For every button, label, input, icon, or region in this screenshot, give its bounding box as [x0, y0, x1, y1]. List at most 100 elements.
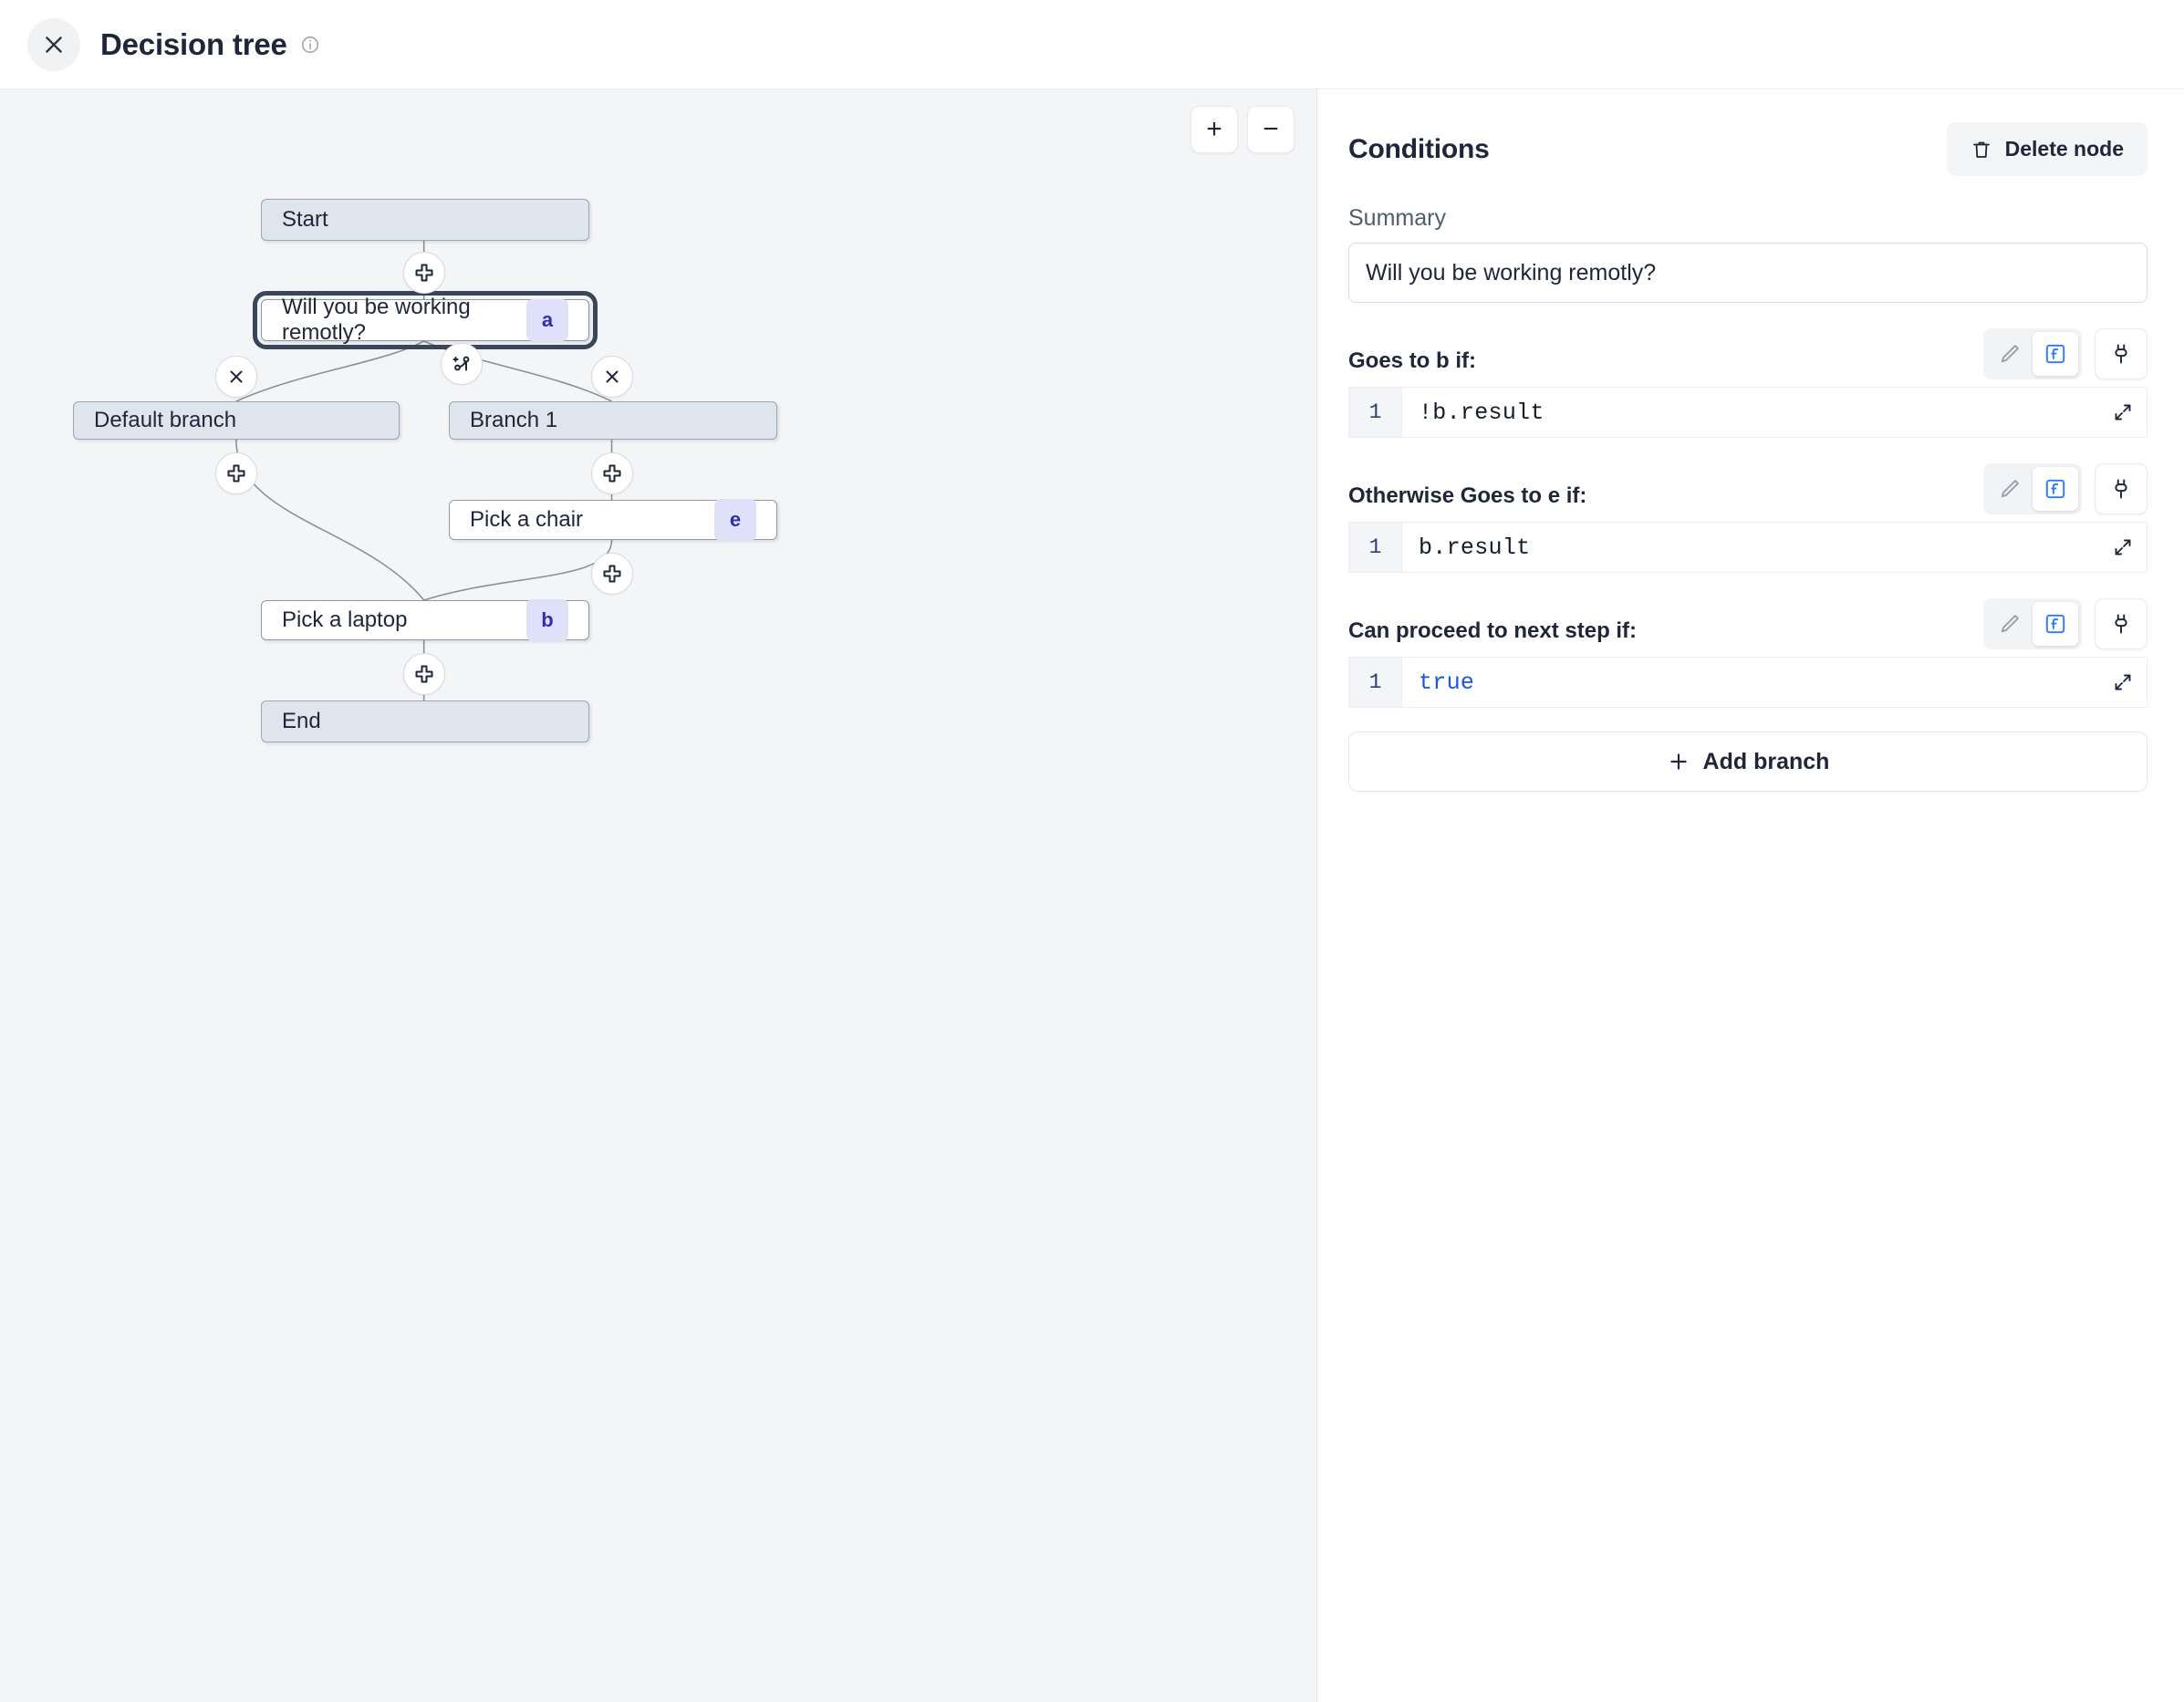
node-condition-a[interactable]: Will you be working remotly? a: [253, 291, 598, 349]
line-number: 1: [1349, 523, 1402, 572]
delete-branch-handle-right[interactable]: [591, 356, 633, 398]
plug-icon: [2115, 614, 2127, 634]
add-node-handle-laptop[interactable]: [403, 653, 445, 695]
function-icon: [2045, 479, 2065, 499]
expand-editor-button[interactable]: [2103, 662, 2143, 702]
node-label: Default branch: [94, 408, 237, 432]
info-icon[interactable]: [300, 35, 320, 55]
app-header: Decision tree: [0, 0, 2184, 89]
delete-node-button[interactable]: Delete node: [1946, 122, 2148, 176]
condition-row: Can proceed to next step if:: [1348, 598, 2148, 649]
condition-block-goes-to-b: Goes to b if:: [1348, 328, 2148, 438]
add-branch-handle[interactable]: [441, 343, 483, 385]
plus-icon: [227, 464, 245, 483]
expand-icon: [2115, 539, 2131, 555]
zoom-out-button[interactable]: −: [1247, 106, 1295, 153]
expand-editor-button[interactable]: [2103, 392, 2143, 432]
plus-icon: [603, 464, 621, 483]
pencil-icon: [2001, 480, 2019, 498]
node-label: Pick a laptop: [282, 607, 408, 632]
function-mode-button[interactable]: [2033, 602, 2078, 646]
condition-row: Goes to b if:: [1348, 328, 2148, 379]
title-wrap: Decision tree: [100, 27, 320, 62]
node-label: Will you be working remotly?: [282, 295, 471, 345]
node-pick-a-laptop[interactable]: Pick a laptop b: [261, 599, 589, 641]
expand-icon: [2115, 674, 2131, 690]
zoom-in-button[interactable]: +: [1191, 106, 1238, 153]
plus-icon: [603, 565, 621, 583]
line-number: 1: [1349, 388, 1402, 437]
function-icon: [2045, 614, 2065, 634]
branch-plus-icon: [452, 356, 470, 371]
close-button[interactable]: [27, 17, 80, 71]
connect-button[interactable]: [2095, 328, 2148, 379]
mode-segmented-control: [1983, 598, 2082, 649]
summary-label: Summary: [1348, 205, 1446, 231]
close-icon: [606, 370, 619, 383]
connect-button[interactable]: [2095, 598, 2148, 649]
code-content[interactable]: true: [1419, 669, 1475, 696]
add-branch-button[interactable]: Add branch: [1348, 732, 2148, 792]
trash-icon: [1972, 141, 1990, 158]
node-label: End: [282, 709, 321, 733]
add-branch-label: Add branch: [1702, 748, 1830, 774]
panel-title: Conditions: [1348, 133, 1490, 164]
node-end[interactable]: End: [261, 701, 589, 742]
body-split: + −: [0, 89, 2184, 1702]
panel-header: Conditions Delete node: [1348, 122, 2148, 176]
page-title: Decision tree: [100, 26, 287, 61]
delete-node-label: Delete node: [2004, 137, 2124, 161]
function-mode-button[interactable]: [2033, 332, 2078, 376]
condition-block-otherwise-goes-to-e: Otherwise Goes to e if:: [1348, 463, 2148, 573]
plus-icon: [415, 665, 433, 683]
expand-icon: [2115, 404, 2131, 420]
code-editor[interactable]: 1 !b.result: [1348, 387, 2148, 438]
edit-mode-button[interactable]: [1987, 332, 2033, 376]
close-icon: [46, 36, 62, 53]
condition-label: Goes to b if:: [1348, 348, 1476, 373]
flow-edges: [235, 241, 613, 701]
node-label: Branch 1: [470, 408, 558, 432]
node-badge: a: [526, 299, 568, 341]
delete-branch-handle-left[interactable]: [215, 356, 257, 398]
condition-block-can-proceed: Can proceed to next step if:: [1348, 598, 2148, 708]
condition-label: Otherwise Goes to e if:: [1348, 483, 1587, 508]
pencil-icon: [2001, 615, 2019, 633]
code-editor[interactable]: 1 b.result: [1348, 522, 2148, 573]
add-node-handle-branch1[interactable]: [591, 452, 633, 494]
connect-button[interactable]: [2095, 463, 2148, 514]
flow-canvas[interactable]: + −: [0, 89, 1317, 1702]
condition-actions: [1983, 598, 2148, 649]
function-icon: [2045, 344, 2065, 364]
plus-icon: [1669, 753, 1687, 770]
plug-icon: [2115, 344, 2127, 364]
code-editor[interactable]: 1 true: [1348, 657, 2148, 708]
zoom-controls: + −: [1191, 106, 1295, 153]
plug-icon: [2115, 479, 2127, 499]
mode-segmented-control: [1983, 328, 2082, 379]
function-mode-button[interactable]: [2033, 467, 2078, 511]
edit-mode-button[interactable]: [1987, 467, 2033, 511]
edit-mode-button[interactable]: [1987, 602, 2033, 646]
conditions-panel: Conditions Delete node Summary Goes to b…: [1317, 89, 2184, 1702]
add-node-handle-chair[interactable]: [591, 553, 633, 595]
code-content[interactable]: b.result: [1419, 534, 1531, 561]
condition-actions: [1983, 328, 2148, 379]
summary-input[interactable]: [1348, 243, 2148, 303]
mode-segmented-control: [1983, 463, 2082, 514]
plus-icon: [415, 264, 433, 282]
node-start[interactable]: Start: [261, 199, 589, 241]
add-node-handle-default[interactable]: [215, 452, 257, 494]
condition-row: Otherwise Goes to e if:: [1348, 463, 2148, 514]
flow-graph: Start Will you be working remotly? a Def…: [0, 89, 1316, 1702]
add-node-handle-start-a[interactable]: [403, 252, 445, 294]
condition-actions: [1983, 463, 2148, 514]
line-number: 1: [1349, 658, 1402, 707]
code-content[interactable]: !b.result: [1419, 399, 1544, 426]
node-branch-1[interactable]: Branch 1: [449, 401, 777, 440]
condition-label: Can proceed to next step if:: [1348, 618, 1638, 643]
node-pick-a-chair[interactable]: Pick a chair e: [449, 499, 777, 541]
expand-editor-button[interactable]: [2103, 527, 2143, 567]
node-default-branch[interactable]: Default branch: [73, 401, 400, 440]
pencil-icon: [2001, 345, 2019, 363]
